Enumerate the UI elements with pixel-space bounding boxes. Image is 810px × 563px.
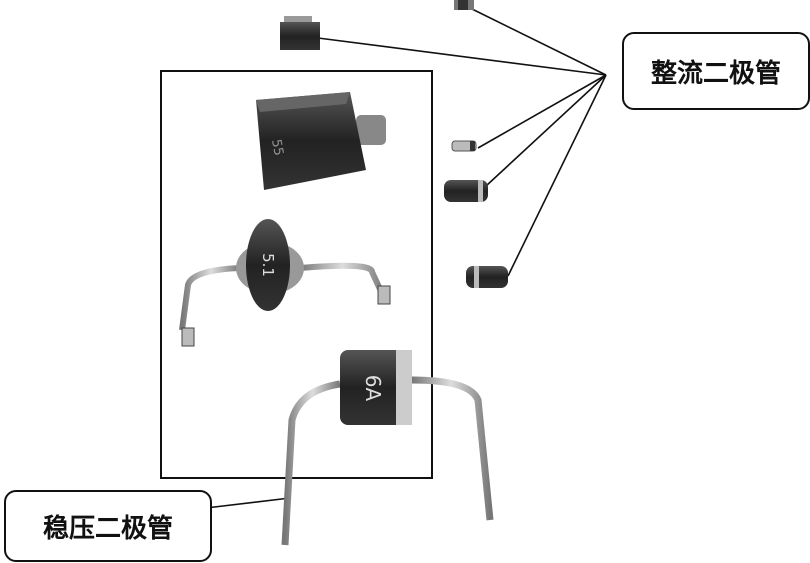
axial-diode-small-1 — [444, 180, 488, 202]
smd-large-marking: 55 — [268, 138, 286, 157]
smd-diode-small — [280, 16, 320, 50]
axial-large-marking: 6A — [361, 375, 385, 402]
rectifier-leader-lines — [317, 7, 607, 277]
rectifier-diode-label: 整流二极管 — [650, 58, 781, 89]
smd-diode-tiny — [454, 0, 474, 10]
axial-diode-small-2 — [466, 266, 508, 288]
zener-diode-callout: 稳压二极管 — [4, 490, 212, 562]
glass-diode-tiny — [451, 140, 477, 152]
axial-power-diode: 6A — [281, 350, 494, 546]
rectifier-diode-callout: 整流二极管 — [622, 32, 810, 110]
zener-group-frame — [160, 70, 433, 479]
zener-leader-line — [205, 497, 291, 509]
zener-diode-label: 稳压二极管 — [42, 513, 173, 544]
smd-diode-large: 55 — [256, 92, 386, 190]
axial-glass-marking: 5.1 — [259, 253, 277, 277]
axial-glass-diode: 5.1 — [179, 219, 391, 347]
